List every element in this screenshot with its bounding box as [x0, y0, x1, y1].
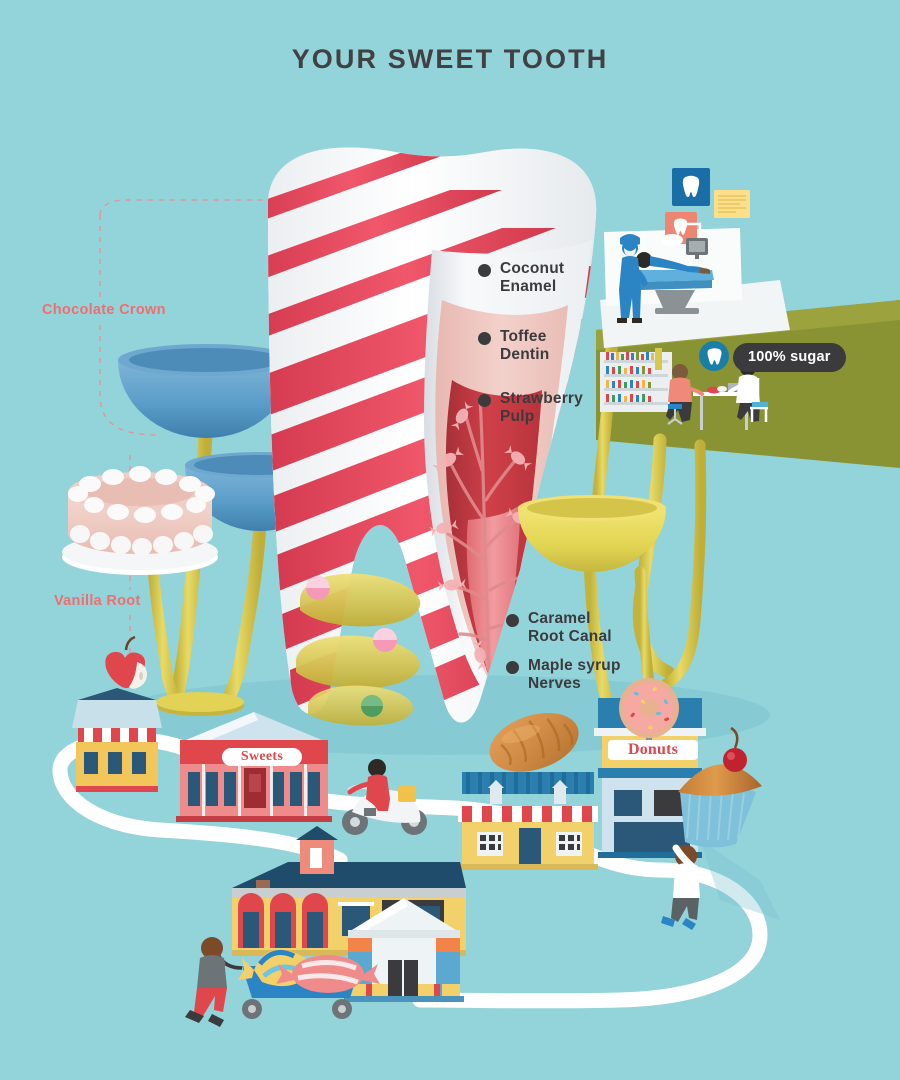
callout-label-dentin: Toffee Dentin [500, 328, 550, 363]
callout-dot-dentin [478, 332, 491, 345]
dentist-scene [600, 168, 790, 370]
callout-label-pulp: Strawberry Pulp [500, 390, 583, 425]
pharmacy-shelves [600, 352, 672, 412]
road-shadow [700, 840, 780, 920]
sweets-shop-sign: Sweets [222, 748, 302, 766]
callout-caramel-root-canal[interactable]: Caramel Root Canal [506, 610, 612, 646]
callout-dot-root-canal [506, 614, 519, 627]
candy-bowls-left [118, 344, 335, 716]
apple [105, 635, 147, 689]
building-pavilion [344, 898, 464, 1002]
callout-label-nerves: Maple syrup Nerves [528, 657, 621, 692]
root-spiral [296, 573, 421, 726]
donut-sign-icon [619, 678, 679, 741]
callout-strawberry-pulp[interactable]: Strawberry Pulp [478, 390, 583, 426]
donuts-shop-sign: Donuts [608, 740, 698, 760]
layer-cake [62, 466, 218, 575]
callout-maple-syrup-nerves[interactable]: Maple syrup Nerves [506, 657, 621, 693]
building-bakery [458, 713, 598, 870]
sugar-badge[interactable]: 100% sugar [733, 343, 846, 372]
callout-coconut-enamel[interactable]: Coconut Enamel [478, 260, 564, 296]
callout-dot-enamel [478, 264, 491, 277]
callout-toffee-dentin[interactable]: Toffee Dentin [478, 328, 549, 364]
side-label-vanilla-root: Vanilla Root [54, 593, 141, 609]
person-with-candy-cart [185, 937, 380, 1027]
bread-loaf [489, 713, 579, 772]
callout-label-root-canal: Caramel Root Canal [528, 610, 612, 645]
pharmacy-consultation-scene [666, 360, 768, 430]
tooth-icon [699, 341, 729, 371]
building-candy-stand [72, 688, 162, 792]
callout-dot-nerves [506, 661, 519, 674]
callout-label-enamel: Coconut Enamel [500, 260, 565, 295]
page-title: YOUR SWEET TOOTH [291, 44, 609, 74]
scooter-rider [342, 759, 427, 835]
person-with-cupcake [661, 726, 762, 930]
tooth-glyph [706, 347, 722, 365]
side-label-chocolate-crown: Chocolate Crown [42, 302, 166, 318]
callout-dot-pulp [478, 394, 491, 407]
giant-cupcake [678, 726, 762, 848]
